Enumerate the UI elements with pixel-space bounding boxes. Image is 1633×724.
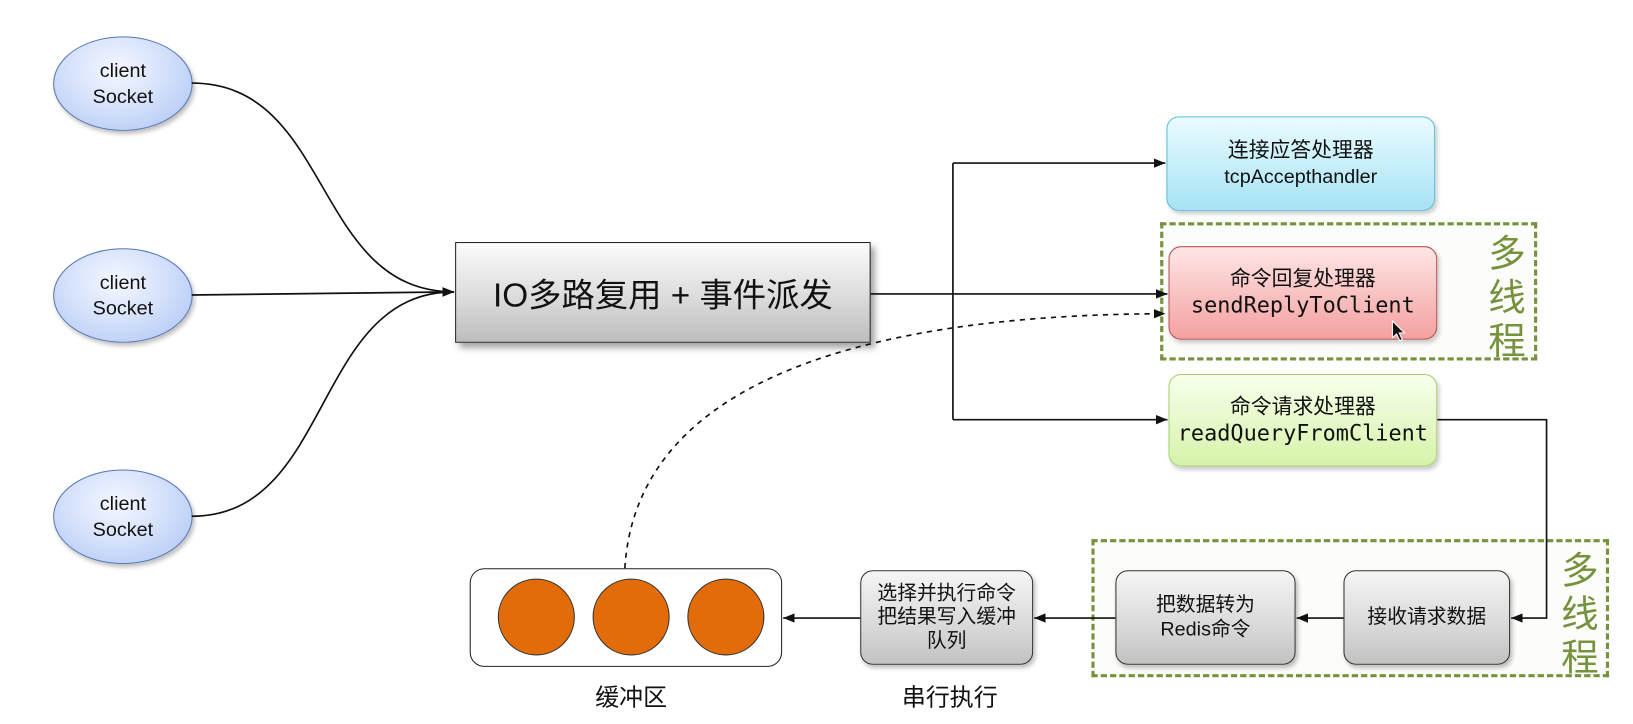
output-buffer: [469, 568, 783, 667]
step-label-line: 选择并执行命令: [877, 582, 1016, 605]
accept-handler-title: 连接应答处理器: [1227, 138, 1374, 162]
buffer-item: [686, 578, 764, 655]
query-handler-name: readQueryFromClient: [1177, 420, 1428, 446]
client-socket-node: client Socket: [53, 469, 193, 565]
client-label-line1: client: [99, 271, 146, 294]
connector-buffer-to-reply: [624, 309, 1166, 569]
execute-command-step: 选择并执行命令 把结果写入缓冲 队列: [860, 570, 1034, 665]
reply-handler-node: 命令回复处理器 sendReplyToClient: [1168, 246, 1438, 340]
accept-handler-name: tcpAccepthandler: [1224, 165, 1378, 188]
connector-client1-to-dispatcher: [191, 82, 455, 297]
reply-handler-name: sendReplyToClient: [1190, 292, 1415, 318]
client-label-line1: client: [99, 492, 146, 515]
buffer-item: [592, 578, 670, 655]
dispatcher-label: IO多路复用 + 事件派发: [492, 275, 833, 314]
step-label-line: 把数据转为: [1155, 593, 1255, 616]
client-label-line2: Socket: [92, 85, 154, 108]
query-handler-title: 命令请求处理器: [1229, 395, 1376, 419]
reply-handler-title: 命令回复处理器: [1229, 267, 1376, 291]
client-label-line2: Socket: [92, 518, 154, 541]
step-label-line: Redis命令: [1160, 618, 1251, 641]
multithread-label: 多线程: [1554, 550, 1598, 682]
step-label-line: 接收请求数据: [1367, 606, 1487, 628]
multithread-label: 多线程: [1481, 233, 1525, 365]
client-socket-node: client Socket: [53, 248, 193, 343]
connector-client2-to-dispatcher: [191, 287, 455, 297]
receive-request-step: 接收请求数据: [1343, 570, 1511, 665]
client-label-line2: Socket: [92, 297, 154, 320]
buffer-caption: 缓冲区: [595, 683, 668, 711]
query-handler-node: 命令请求处理器 readQueryFromClient: [1168, 373, 1438, 467]
io-multiplexing-dispatcher: IO多路复用 + 事件派发: [455, 242, 871, 343]
accept-handler-node: 连接应答处理器 tcpAccepthandler: [1166, 116, 1436, 211]
step-label-line: 把结果写入缓冲: [877, 606, 1016, 629]
client-socket-node: client Socket: [53, 36, 193, 131]
step-label-line: 队列: [926, 630, 967, 653]
buffer-item: [497, 578, 575, 655]
serial-caption: 串行执行: [901, 683, 998, 711]
connector-client3-to-dispatcher: [191, 287, 455, 518]
client-label-line1: client: [99, 59, 146, 82]
convert-to-command-step: 把数据转为 Redis命令: [1115, 570, 1296, 665]
